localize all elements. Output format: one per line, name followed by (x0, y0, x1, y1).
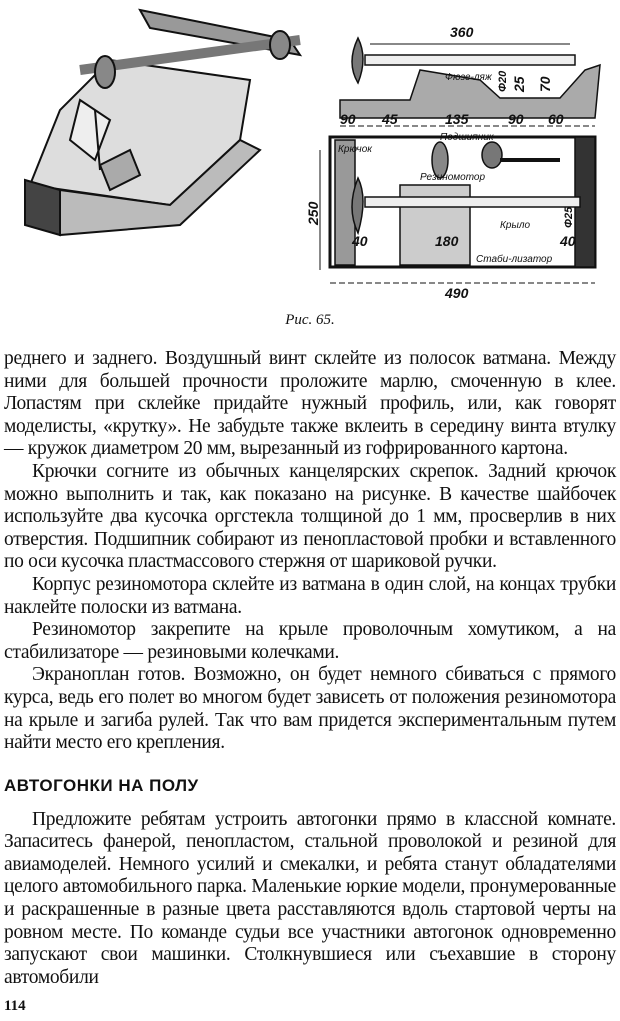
dim-40: 40 (351, 233, 368, 249)
paragraph: реднего и заднего. Воздушный винт склейт… (4, 348, 616, 460)
dim-40b: 40 (559, 233, 576, 249)
dim-490: 490 (444, 285, 469, 300)
paragraph: Крючки согните из обычных канцелярских с… (4, 460, 616, 573)
body-text: реднего и заднего. Воздушный винт склейт… (4, 348, 616, 755)
dim-70: 70 (537, 76, 553, 92)
section-body: Предложите ребятам устроить автогонки пр… (4, 809, 616, 990)
figure-65: 360 90 45 135 90 60 Φ20 25 70 250 40 180… (24, 8, 601, 300)
figure-caption: Рис. 65. (285, 312, 335, 328)
dim-60: 60 (548, 111, 564, 127)
dim-180: 180 (435, 233, 459, 249)
label-motor: Резиномотор (420, 172, 485, 183)
label-bearing: Подшипник (440, 132, 495, 143)
label-wing: Крыло (500, 220, 530, 231)
page-number: 114 (4, 998, 26, 1015)
dim-360: 360 (450, 24, 474, 40)
paragraph: Резиномотор закрепите на крыле проволочн… (4, 619, 616, 663)
dim-90b: 90 (508, 111, 524, 127)
paragraph: Экраноплан готов. Возможно, он будет нем… (4, 664, 616, 754)
top-view-drawing (319, 135, 597, 284)
paragraph: Предложите ребятам устроить автогонки пр… (4, 808, 616, 988)
dim-135: 135 (445, 111, 469, 127)
dim-phi20: Φ20 (497, 70, 509, 92)
model-perspective-drawing (24, 8, 303, 237)
dim-phi25: Φ25 (563, 206, 575, 228)
dim-45: 45 (381, 111, 398, 127)
label-stabilizer: Стаби-лизатор (476, 253, 553, 265)
paragraph: Корпус резиномотора склейте из ватмана в… (4, 573, 616, 618)
section-heading: АВТОГОНКИ НА ПОЛУ (4, 775, 199, 795)
label-hook: Крючок (338, 144, 373, 155)
dim-250: 250 (305, 201, 321, 226)
label-fuselage: Фюзе-ляж (445, 72, 493, 83)
side-view-drawing (339, 36, 601, 127)
dim-25: 25 (511, 76, 527, 93)
dim-90: 90 (340, 111, 356, 127)
